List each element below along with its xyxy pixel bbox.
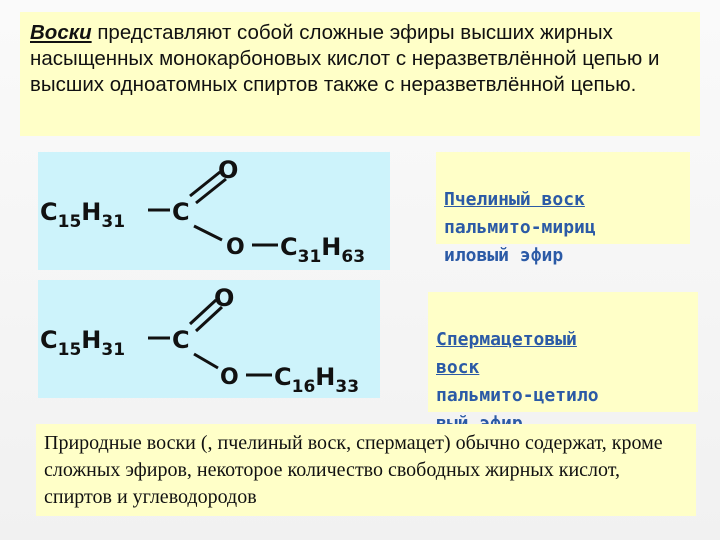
left-hydrogen: H [81,326,101,354]
formula-svg: C15H31 C O O C31H63 [40,156,365,267]
definition-term: Воски [30,21,92,44]
right-carbon-count: 31 [298,247,322,267]
right-carbon: C [274,363,292,391]
definition-text: представляют собой сложные эфиры высших … [30,21,660,96]
right-hydrogen-count: 63 [341,247,365,267]
formula-svg: C15H31 C O O C16H33 [40,284,359,397]
bond-double-b [195,177,227,205]
label-spermaceti: Спермацетовый воск пальмито-цетило вый э… [428,292,698,434]
bond-double-b [194,305,224,333]
carbonyl-oxygen: O [218,156,238,184]
svg-text:C15H31: C15H31 [40,326,125,360]
label-beeswax: Пчелиный воск пальмито-мириц иловый эфир [436,152,690,266]
left-hydrogen: H [81,198,101,226]
definition-box: Воски представляют собой сложные эфиры в… [20,12,700,136]
note-text: Природные воски (, пчелиный воск, сперма… [44,432,663,508]
bond-ester [193,352,219,370]
bond-ester [193,224,223,242]
right-hydrogen: H [321,233,341,261]
structural-formula-spermaceti: C15H31 C O O C16H33 [38,280,380,398]
center-carbon: C [172,198,190,226]
svg-text:C15H31: C15H31 [40,198,125,232]
left-carbon: C [40,198,58,226]
left-carbon: C [40,326,58,354]
left-carbon-count: 15 [58,212,82,232]
note-box: Природные воски (, пчелиный воск, сперма… [36,424,696,516]
bond-double-a [188,298,218,326]
ester-oxygen: O [220,365,239,390]
right-carbon: C [280,233,298,261]
ester-oxygen: O [226,235,245,260]
right-hydrogen-count: 33 [335,377,359,397]
label-beeswax-description: пальмито-мириц иловый эфир [444,217,596,266]
right-hydrogen: H [315,363,335,391]
left-carbon-count: 15 [58,340,82,360]
bond-double-a [189,170,221,198]
center-carbon: C [172,326,190,354]
svg-text:C31H63: C31H63 [280,233,365,267]
right-carbon-count: 16 [292,377,316,397]
left-hydrogen-count: 31 [101,340,125,360]
structural-formula-beeswax: C15H31 C O O C31H63 [38,152,390,270]
label-spermaceti-name: Спермацетовый воск [436,329,577,378]
label-beeswax-name: Пчелиный воск [444,189,585,210]
svg-text:C16H33: C16H33 [274,363,359,397]
left-hydrogen-count: 31 [101,212,125,232]
carbonyl-oxygen: O [214,284,234,312]
